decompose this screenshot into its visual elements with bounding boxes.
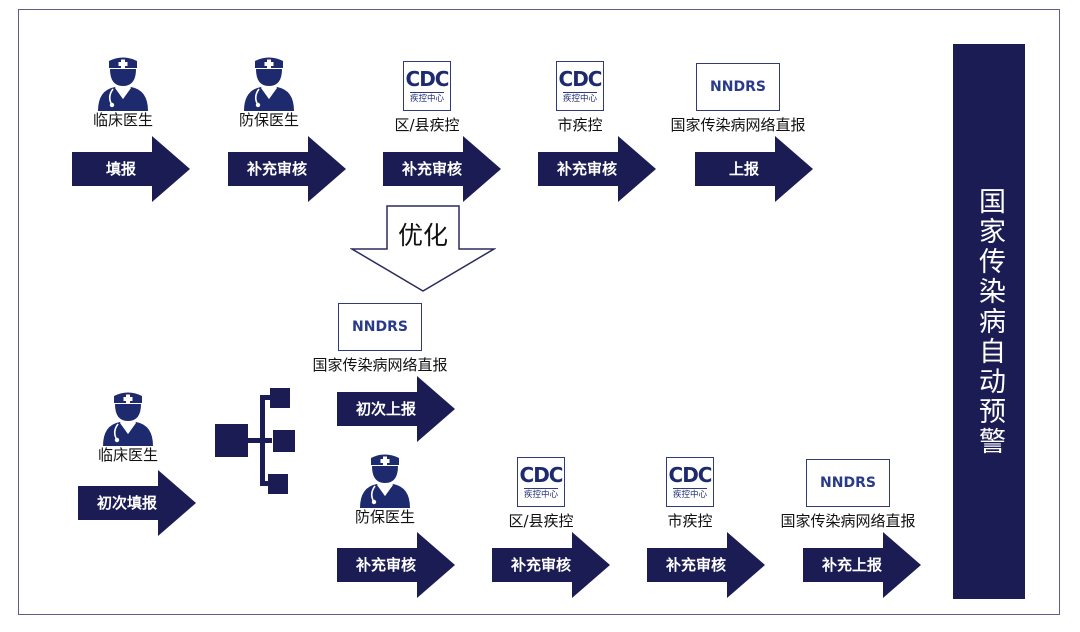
node-label: 国家传染病网络直报 [780, 512, 916, 530]
bottom-node-prevention-doctor: 防保医生 [310, 452, 460, 526]
auto-warning-panel: 国家传染病自动预警 [953, 44, 1025, 599]
node-label: 临床医生 [92, 111, 153, 129]
badge-text: CDC [668, 462, 713, 487]
step-arrow: 初次上报 [337, 376, 455, 442]
diagram-frame [18, 9, 1060, 615]
optimize-label: 优化 [398, 221, 449, 250]
badge-subtext: 疾控中心 [562, 91, 597, 104]
step-arrow: 补充上报 [803, 532, 921, 598]
cdc-badge-icon: CDC 疾控中心 [403, 61, 451, 111]
badge-text: CDC [519, 462, 564, 487]
node-label: 国家传染病网络直报 [312, 356, 448, 374]
badge-text: CDC [405, 66, 450, 91]
top-node-district-cdc: CDC 疾控中心 区/县疾控 [352, 61, 502, 134]
node-label: 市疾控 [667, 512, 713, 530]
bottom-node-clinical-doctor: 临床医生 [53, 390, 203, 464]
nndrs-badge-icon: NNDRS [338, 303, 422, 351]
step-label: 补充审核 [401, 160, 462, 178]
step-arrow: 补充审核 [228, 136, 346, 202]
top-node-nndrs: NNDRS 国家传染病网络直报 [663, 63, 813, 134]
doctor-icon [98, 57, 148, 111]
step-arrow: 补充审核 [337, 532, 455, 598]
node-label: 区/县疾控 [394, 116, 460, 134]
nndrs-badge-icon: NNDRS [696, 63, 780, 111]
bottom-node-district-cdc: CDC 疾控中心 区/县疾控 [466, 457, 616, 530]
nndrs-badge-icon: NNDRS [806, 459, 890, 507]
step-label: 补充审核 [510, 556, 571, 574]
badge-subtext: 疾控中心 [523, 487, 558, 500]
step-label: 补充上报 [821, 556, 882, 574]
step-arrow: 补充审核 [492, 532, 610, 598]
step-label: 初次填报 [96, 494, 157, 512]
node-label: 防保医生 [354, 508, 415, 526]
step-label: 补充审核 [556, 160, 617, 178]
badge-subtext: 疾控中心 [409, 91, 444, 104]
step-arrow: 补充审核 [538, 136, 656, 202]
doctor-icon [244, 57, 294, 111]
branch-icon [215, 388, 295, 494]
cdc-badge-icon: CDC 疾控中心 [556, 61, 604, 111]
step-arrow: 补充审核 [647, 532, 765, 598]
bottom-node-city-cdc: CDC 疾控中心 市疾控 [615, 457, 765, 530]
step-arrow: 上报 [695, 136, 813, 202]
step-label: 补充审核 [246, 160, 307, 178]
bottom-node-nndrs: NNDRS 国家传染病网络直报 [773, 459, 923, 530]
top-node-clinical-doctor: 临床医生 [48, 55, 198, 129]
node-label: 防保医生 [238, 111, 299, 129]
top-node-city-cdc: CDC 疾控中心 市疾控 [505, 61, 655, 134]
bottom-node-nndrs-direct: NNDRS 国家传染病网络直报 [305, 303, 455, 374]
step-label: 补充审核 [665, 556, 726, 574]
step-label: 补充审核 [355, 556, 416, 574]
badge-text: CDC [558, 66, 603, 91]
node-label: 临床医生 [97, 446, 158, 464]
optimize-arrow: 优化 [349, 205, 497, 293]
top-node-prevention-doctor: 防保医生 [194, 55, 344, 129]
step-arrow: 填报 [72, 136, 190, 202]
doctor-icon [360, 454, 410, 508]
step-label: 初次上报 [355, 400, 416, 418]
cdc-badge-icon: CDC 疾控中心 [517, 457, 565, 507]
step-arrow: 补充审核 [383, 136, 501, 202]
cdc-badge-icon: CDC 疾控中心 [666, 457, 714, 507]
node-label: 市疾控 [557, 116, 603, 134]
node-label: 区/县疾控 [508, 512, 574, 530]
step-label: 上报 [728, 160, 759, 178]
down-arrow-icon [349, 205, 497, 292]
step-label: 填报 [105, 160, 136, 178]
step-arrow: 初次填报 [78, 470, 196, 536]
badge-subtext: 疾控中心 [672, 487, 707, 500]
node-label: 国家传染病网络直报 [670, 116, 806, 134]
side-panel-title: 国家传染病自动预警 [974, 186, 1005, 457]
doctor-icon [103, 392, 153, 446]
